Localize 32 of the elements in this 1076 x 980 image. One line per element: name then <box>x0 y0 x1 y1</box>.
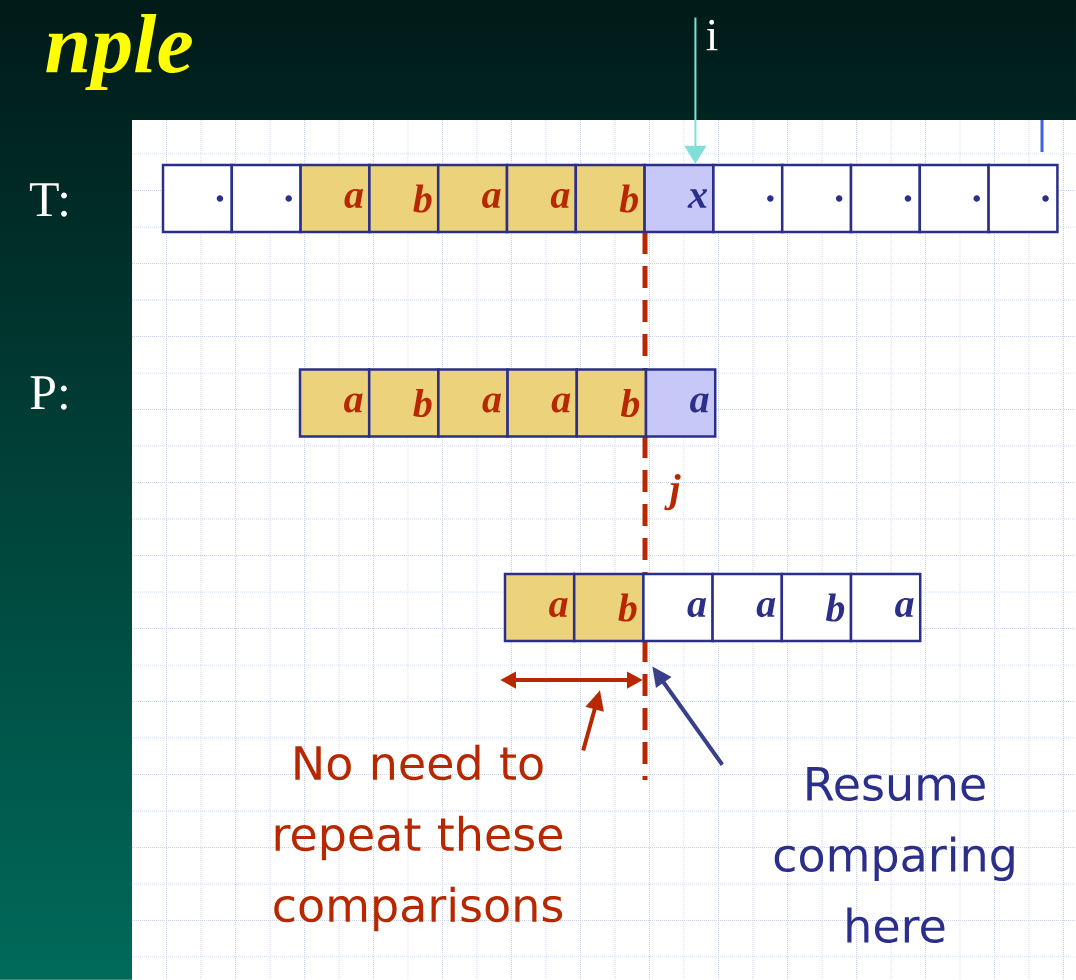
letter-cell: a <box>642 572 714 643</box>
letter-cell: a <box>298 368 371 438</box>
letter-cell: . <box>161 163 234 234</box>
letter-cell: b <box>780 572 853 643</box>
letter-cell: b <box>368 163 440 234</box>
letter-cell: x <box>643 163 715 234</box>
letter-cell: b <box>574 163 646 234</box>
note-text: No need to repeat these comparisons <box>274 744 563 932</box>
index-label: i <box>706 19 718 51</box>
letter-cell: b <box>572 572 645 643</box>
letter-cell: a <box>506 368 579 438</box>
row-label: j <box>664 473 681 511</box>
letter-cell: . <box>780 163 853 234</box>
letter-cell: b <box>575 368 648 438</box>
letter-cell: b <box>367 368 440 438</box>
letter-cell: a <box>849 572 922 643</box>
letter-cell: a <box>644 368 717 438</box>
letter-cell: a <box>436 163 509 234</box>
row-label: P: <box>30 376 67 410</box>
letter-cell: a <box>437 368 509 438</box>
letter-cell: a <box>299 163 371 234</box>
letter-cell: a <box>503 572 576 643</box>
letter-cell: a <box>505 163 578 234</box>
letter-cell: . <box>987 163 1059 234</box>
letter-cell: . <box>230 163 302 234</box>
letter-cell: a <box>711 572 784 643</box>
title: nple <box>46 13 192 91</box>
row-label: T: <box>29 183 67 217</box>
letter-cell: . <box>918 163 990 234</box>
letter-cell: . <box>849 163 922 234</box>
note-text: Resume comparing here <box>774 766 1014 944</box>
letter-cell: . <box>712 163 784 234</box>
